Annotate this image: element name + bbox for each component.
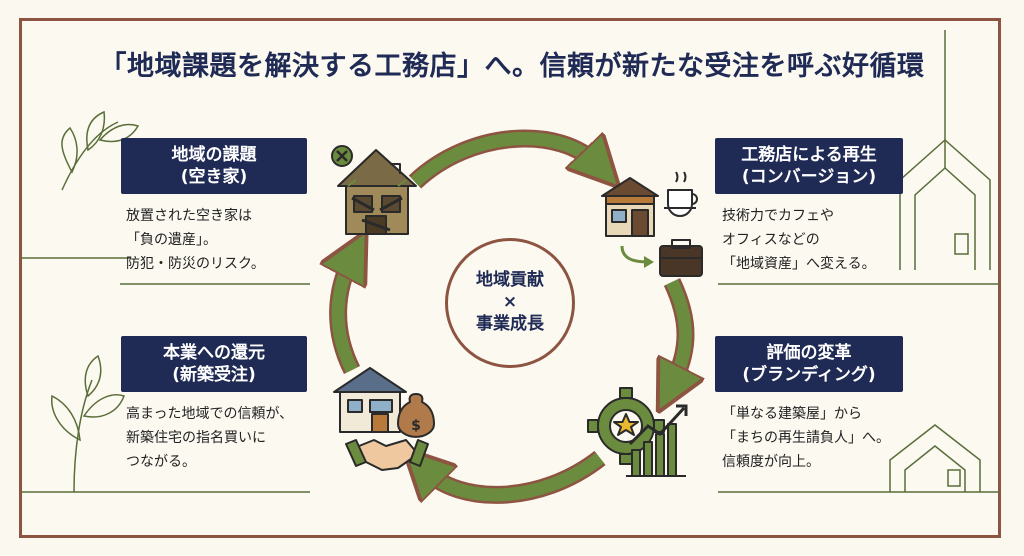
- center-line-3: 事業成長: [476, 314, 544, 334]
- new-house-handshake-icon: $: [333, 367, 435, 471]
- center-circle: 地域貢献 × 事業成長: [445, 238, 575, 368]
- step-2-description: 技術力でカフェや オフィスなどの 「地域資産」へ変える。: [722, 204, 876, 276]
- abandoned-house-icon: [331, 145, 417, 235]
- center-line-1: 地域貢献: [476, 270, 544, 290]
- step-2-desc-line: 「地域資産」へ変える。: [722, 256, 876, 272]
- step-2-title: 工務店による再生: [741, 145, 877, 165]
- step-4-subtitle: (新築受注): [172, 365, 256, 385]
- step-4-description: 高まった地域での信頼が、 新築住宅の指名買いに つながる。: [126, 402, 293, 474]
- page-title: 「地域課題を解決する工務店」へ。信頼が新たな受注を呼ぶ好循環: [99, 51, 925, 82]
- step-2-subtitle: (コンバージョン): [741, 167, 877, 187]
- step-1-desc-line: 防犯・防災のリスク。: [126, 256, 265, 272]
- step-3-desc-line: 信頼度が向上。: [722, 454, 820, 470]
- step-1-title: 地域の課題: [171, 145, 257, 165]
- center-line-2: ×: [502, 292, 518, 312]
- step-3-desc-line: 「単なる建築屋」から: [722, 406, 862, 422]
- step-2-label: 工務店による再生 (コンバージョン): [715, 138, 903, 194]
- step-3-subtitle: (ブランディング): [742, 365, 876, 385]
- gear-growth-icon: [587, 387, 688, 477]
- step-4-desc-line: 高まった地域での信頼が、: [126, 406, 294, 422]
- step-3-title: 評価の変革: [766, 343, 852, 363]
- svg-text:$: $: [411, 418, 421, 434]
- step-3-desc-line: 「まちの再生請負人」へ。: [722, 430, 890, 446]
- step-3-label: 評価の変革 (ブランディング): [715, 336, 903, 392]
- step-1-desc-line: 「負の遺産」。: [126, 232, 217, 248]
- step-4-desc-line: 新築住宅の指名買いに: [126, 430, 266, 446]
- step-4-desc-line: つながる。: [126, 454, 196, 470]
- converted-shop-icon: [601, 171, 703, 277]
- step-1-description: 放置された空き家は 「負の遺産」。 防犯・防災のリスク。: [126, 204, 265, 276]
- step-2-desc-line: オフィスなどの: [722, 232, 820, 248]
- step-2-desc-line: 技術力でカフェや: [722, 208, 834, 224]
- step-3-description: 「単なる建築屋」から 「まちの再生請負人」へ。 信頼度が向上。: [722, 402, 890, 474]
- step-4-title: 本業への還元: [163, 343, 265, 363]
- step-1-label: 地域の課題 (空き家): [121, 138, 307, 194]
- step-1-subtitle: (空き家): [180, 167, 248, 187]
- step-1-desc-line: 放置された空き家は: [126, 208, 252, 224]
- step-4-label: 本業への還元 (新築受注): [121, 336, 307, 392]
